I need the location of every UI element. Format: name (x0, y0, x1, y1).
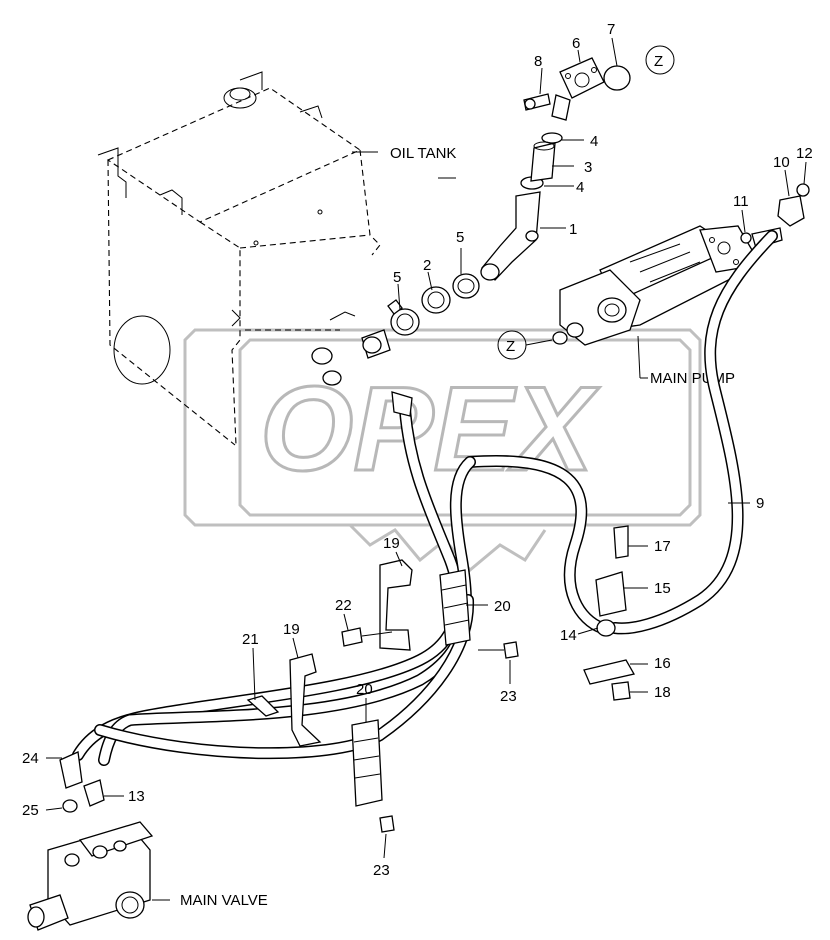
callout-5-right: 5 (456, 229, 464, 246)
callout-11: 11 (733, 193, 749, 210)
callout-3: 3 (584, 159, 592, 176)
oil-tank (97, 71, 381, 446)
callout-12: 12 (796, 145, 813, 162)
callout-15: 15 (654, 580, 671, 597)
callout-10: 10 (773, 154, 790, 171)
callout-8: 8 (534, 53, 542, 70)
part-21-bolt (246, 695, 280, 717)
leader-lines (45, 37, 807, 901)
part-15-clamp (595, 571, 627, 617)
callout-19-upper: 19 (383, 535, 400, 552)
part-23-nut-lower (379, 815, 395, 833)
ref-z-top: Z (654, 53, 663, 70)
main-pump (552, 225, 783, 346)
callout-16: 16 (654, 655, 671, 672)
hose-9 (464, 230, 778, 635)
callout-9: 9 (756, 495, 764, 512)
ref-z-bottom: Z (506, 338, 515, 355)
callout-13: 13 (128, 788, 145, 805)
label-main-pump: MAIN PUMP (650, 370, 735, 387)
callout-23-lower: 23 (373, 862, 390, 879)
callout-18: 18 (654, 684, 671, 701)
callout-4-top: 4 (590, 133, 598, 150)
callout-20-lower: 20 (356, 681, 373, 698)
callout-14: 14 (560, 627, 577, 644)
callout-22: 22 (335, 597, 352, 614)
callout-23-upper: 23 (500, 688, 517, 705)
callout-2: 2 (423, 257, 431, 274)
callout-5-left: 5 (393, 269, 401, 286)
part-19-bracket-upper (379, 559, 413, 651)
part-23-nut-upper (503, 641, 519, 659)
callout-4-bottom: 4 (576, 179, 584, 196)
part-7-oring (603, 65, 631, 91)
callout-numbers: 1 2 3 4 4 5 5 6 7 8 9 10 11 12 13 14 15 … (22, 21, 813, 879)
callout-1: 1 (569, 221, 577, 238)
part-16-plate (583, 659, 635, 685)
part-18-nut (611, 681, 631, 701)
label-oil-tank: OIL TANK (390, 145, 456, 162)
hose-lines (72, 404, 476, 766)
main-valve (27, 821, 154, 931)
callout-25: 25 (22, 802, 39, 819)
part-20-clamp-lower (351, 719, 383, 807)
part-12-plug (796, 183, 810, 197)
watermark-logo: OPEX (183, 328, 702, 573)
callout-7: 7 (607, 21, 615, 38)
part-14-fitting (596, 619, 616, 637)
callout-20-upper: 20 (494, 598, 511, 615)
part-25-adapter (62, 799, 78, 813)
callout-24: 24 (22, 750, 39, 767)
part-13-elbow (83, 779, 105, 807)
part-24-fitting (59, 751, 83, 789)
ref-circle-z-top (645, 45, 675, 75)
label-main-valve: MAIN VALVE (180, 892, 268, 909)
watermark-text: OPEX (260, 362, 600, 496)
callout-19-lower: 19 (283, 621, 300, 638)
part-17-bolt (613, 525, 629, 559)
callout-21: 21 (242, 631, 259, 648)
callout-17: 17 (654, 538, 671, 555)
part-22-bolt (341, 627, 363, 647)
part-10-elbow (777, 195, 805, 227)
suction-pipe-assembly (361, 57, 605, 359)
part-19-bracket-lower (289, 653, 322, 747)
callout-6: 6 (572, 35, 580, 52)
